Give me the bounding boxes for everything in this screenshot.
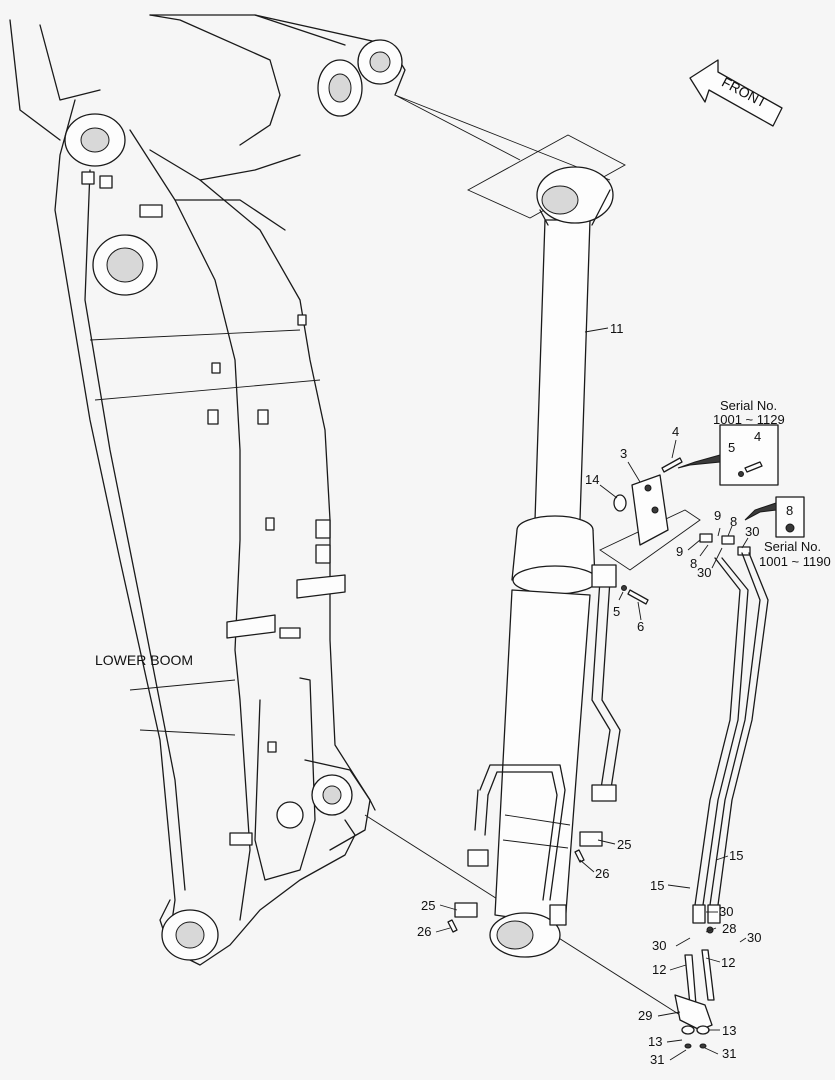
o-ring-14 (613, 494, 627, 512)
callout-29: 29 (638, 1008, 652, 1023)
callout-31-left: 31 (650, 1052, 664, 1067)
serial-1-part-4: 4 (754, 429, 761, 444)
callout-13-left: 13 (648, 1034, 662, 1049)
callout-3: 3 (620, 446, 627, 461)
callout-26-left: 26 (417, 924, 431, 939)
serial-2-part-8: 8 (786, 503, 793, 518)
serial-1-range: 1001 ~ 1129 (713, 412, 785, 427)
callout-labels: 11 4 3 14 9 8 30 9 8 30 5 6 25 26 25 26 … (417, 321, 761, 1067)
callout-6: 6 (637, 619, 644, 634)
callout-12-left: 12 (652, 962, 666, 977)
hoses-15 (692, 552, 769, 924)
callout-14: 14 (585, 472, 599, 487)
callout-28: 28 (722, 921, 736, 936)
callout-leaders (435, 327, 749, 1061)
callout-15-left: 15 (650, 878, 664, 893)
callout-25-right: 25 (617, 837, 631, 852)
callout-8-bottom: 8 (690, 556, 697, 571)
serial-inset-1: Serial No. 1001 ~ 1129 5 4 (677, 398, 785, 486)
callout-30-bottom: 30 (697, 565, 711, 580)
lower-boom-drawing (9, 14, 406, 966)
callout-8-top: 8 (730, 514, 737, 529)
callout-30-far-right: 30 (747, 930, 761, 945)
callout-4: 4 (672, 424, 679, 439)
callout-25-left: 25 (421, 898, 435, 913)
callout-9-top: 9 (714, 508, 721, 523)
serial-2-title: Serial No. (764, 539, 821, 554)
serial-1-part-5: 5 (728, 440, 735, 455)
serial-inset-2: 8 Serial No. 1001 ~ 1190 (744, 496, 831, 569)
callout-30-left: 30 (652, 938, 666, 953)
safety-valve-assembly (599, 457, 751, 605)
callout-30-fitting: 30 (719, 904, 733, 919)
clamps-25-26 (447, 831, 603, 933)
callout-9-bottom: 9 (676, 544, 683, 559)
callout-13-right: 13 (722, 1023, 736, 1038)
callout-5: 5 (613, 604, 620, 619)
callout-11: 11 (610, 321, 624, 336)
callout-12-right: 12 (721, 955, 735, 970)
callout-26-right: 26 (595, 866, 609, 881)
lower-boom-label: LOWER BOOM (95, 652, 193, 668)
boom-cylinder (467, 166, 621, 958)
callout-15-right: 15 (729, 848, 743, 863)
serial-1-title: Serial No. (720, 398, 777, 413)
assembly-line-top (394, 94, 611, 181)
callout-30-top: 30 (745, 524, 759, 539)
callout-31-right: 31 (722, 1046, 736, 1061)
serial-2-range: 1001 ~ 1190 (759, 554, 831, 569)
reference-plane-top (466, 134, 626, 219)
front-direction-arrow: FRONT (689, 59, 783, 127)
